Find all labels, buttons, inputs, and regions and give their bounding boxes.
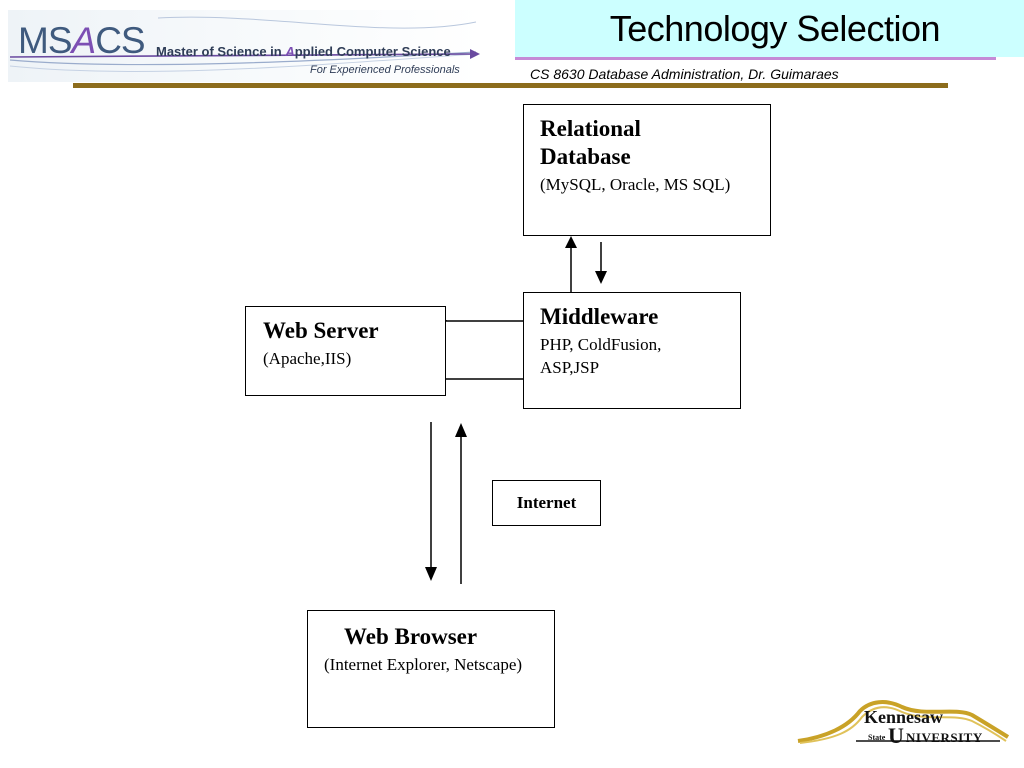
title-underline bbox=[515, 57, 996, 60]
internet-title: Internet bbox=[516, 493, 577, 512]
web-server-detail: (Apache,IIS) bbox=[263, 349, 352, 368]
ksu-kennesaw: Kennesaw bbox=[864, 707, 944, 727]
slide-title: Technology Selection bbox=[609, 8, 941, 49]
database-detail: (MySQL, Oracle, MS SQL) bbox=[540, 175, 731, 194]
ksu-arch-icon bbox=[797, 700, 1010, 744]
connector-ws-mw-top bbox=[445, 320, 523, 322]
header-divider bbox=[73, 83, 948, 88]
course-caption: CS 8630 Database Administration, Dr. Gui… bbox=[530, 66, 839, 82]
relational-database-node: Relational Database (MySQL, Oracle, MS S… bbox=[523, 104, 771, 236]
msacs-logo: MSACS Master of Science in Applied Compu… bbox=[8, 10, 482, 82]
middleware-detail: PHP, ColdFusion, ASP,JSP bbox=[540, 335, 662, 377]
logo-tagline-a: A bbox=[285, 44, 295, 59]
web-server-title: Web Server bbox=[263, 318, 379, 343]
arrowhead-up-db bbox=[565, 236, 577, 248]
web-browser-title: Web Browser bbox=[344, 624, 478, 649]
logo-subtitle: For Experienced Professionals bbox=[310, 64, 460, 76]
ksu-state: State bbox=[868, 733, 886, 742]
logo-cs: CS bbox=[95, 20, 145, 61]
arrowhead-down-browser bbox=[425, 567, 437, 581]
logo-tagline-suffix: pplied Computer Science bbox=[294, 44, 451, 59]
logo-tagline-prefix: Master of Science in bbox=[156, 44, 286, 59]
middleware-node: Middleware PHP, ColdFusion, ASP,JSP bbox=[523, 292, 741, 409]
database-title-line1: Relational bbox=[540, 116, 641, 141]
logo-wordmark: MSACS bbox=[18, 20, 146, 61]
logo-a: A bbox=[71, 20, 97, 61]
title-box: Technology Selection bbox=[515, 0, 1024, 57]
logo-swoosh bbox=[9, 16, 480, 72]
arrowhead-up-ws bbox=[455, 423, 467, 437]
ksu-niversity: NIVERSITY bbox=[906, 730, 983, 745]
arrowhead-down-mw bbox=[595, 271, 607, 284]
web-browser-detail: (Internet Explorer, Netscape) bbox=[324, 655, 523, 674]
logo-tagline: Master of Science in Applied Computer Sc… bbox=[156, 44, 451, 59]
middleware-title: Middleware bbox=[540, 304, 659, 329]
database-title-line2: Database bbox=[540, 144, 631, 169]
ksu-u: U bbox=[888, 723, 904, 748]
web-browser-node: Web Browser (Internet Explorer, Netscape… bbox=[307, 610, 555, 728]
web-server-node: Web Server (Apache,IIS) bbox=[245, 306, 446, 396]
logo-ms: MS bbox=[18, 20, 72, 61]
kennesaw-state-logo: Kennesaw State U NIVERSITY bbox=[796, 697, 1010, 753]
internet-node: Internet bbox=[492, 480, 601, 526]
